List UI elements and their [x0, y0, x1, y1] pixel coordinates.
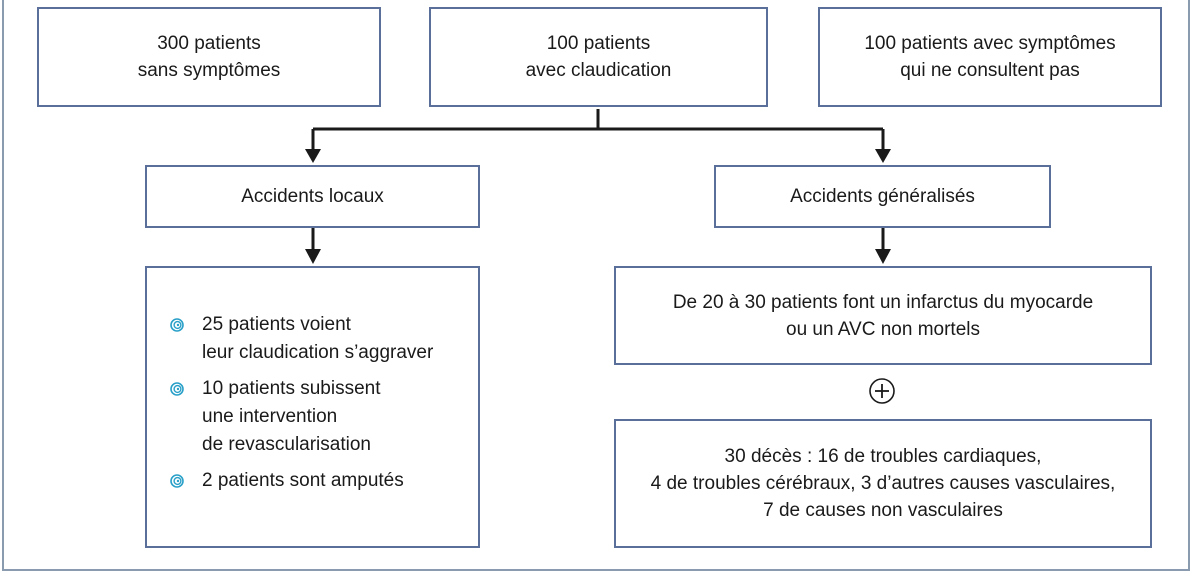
list-item-text: 10 patients subissent	[202, 378, 381, 399]
box-local-accidents: Accidents locaux	[145, 165, 480, 228]
box-text-line: 4 de troubles cérébraux, 3 d’autres caus…	[650, 473, 1116, 494]
box-text-line: avec claudication	[525, 60, 672, 81]
list-item-text: 25 patients voient	[202, 314, 351, 335]
box-general-accidents: Accidents généralisés	[714, 165, 1051, 228]
spiral-bullet-icon	[170, 474, 184, 488]
box-text-line: 300 patients	[157, 33, 261, 54]
box-text-line: sans symptômes	[137, 60, 281, 81]
box-text-line: 7 de causes non vasculaires	[763, 500, 1003, 521]
box-deaths: 30 décès : 16 de troubles cardiaques, 4 …	[614, 419, 1152, 548]
outcome-list: 25 patients voient leur claudication s’a…	[170, 311, 433, 503]
box-text-line: qui ne consultent pas	[900, 60, 1080, 81]
box-claudication: 100 patients avec claudication	[429, 7, 768, 107]
spiral-bullet-icon	[170, 318, 184, 332]
box-text-line: 100 patients	[546, 33, 651, 54]
list-item-text: de revascularisation	[202, 434, 371, 455]
box-local-outcomes: 25 patients voient leur claudication s’a…	[145, 266, 480, 548]
list-item-text: leur claudication s’aggraver	[202, 342, 434, 363]
list-item: 25 patients voient leur claudication s’a…	[170, 311, 433, 367]
box-asymptomatic: 300 patients sans symptômes	[37, 7, 381, 107]
list-item-text: une intervention	[202, 406, 338, 427]
box-label: Accidents généralisés	[790, 186, 975, 207]
box-label: Accidents locaux	[241, 186, 384, 207]
list-item: 2 patients sont amputés	[170, 467, 433, 495]
list-item-text: 2 patients sont amputés	[202, 470, 404, 491]
spiral-bullet-icon	[170, 382, 184, 396]
box-text-line: 100 patients avec symptômes	[864, 33, 1116, 54]
list-item: 10 patients subissent une intervention d…	[170, 375, 433, 459]
box-text-line: ou un AVC non mortels	[786, 318, 980, 340]
box-text-line: De 20 à 30 patients font un infarctus du…	[672, 291, 1094, 313]
box-text-line: 30 décès : 16 de troubles cardiaques,	[724, 446, 1042, 467]
box-no-consult: 100 patients avec symptômes qui ne consul…	[818, 7, 1162, 107]
plus-circle-icon	[869, 378, 895, 404]
box-myocardial-infarction: De 20 à 30 patients font un infarctus du…	[614, 266, 1152, 365]
